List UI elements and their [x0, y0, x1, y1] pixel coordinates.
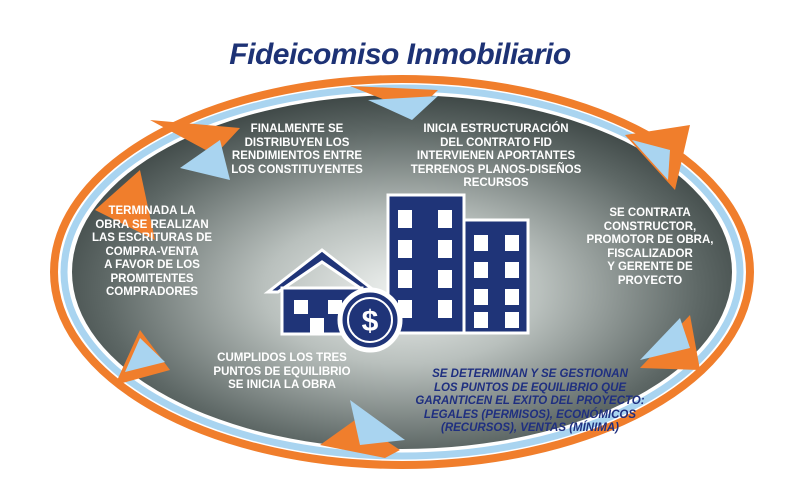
- step-right: SE CONTRATA CONSTRUCTOR, PROMOTOR DE OBR…: [586, 207, 714, 287]
- arrow-bottomleft-blue-icon: [125, 338, 165, 372]
- dollar-coin-icon: $: [337, 287, 403, 353]
- svg-text:$: $: [362, 305, 379, 338]
- cycle-ring-outer: [50, 75, 754, 469]
- arrow-top-blue-icon: [368, 96, 438, 120]
- buildings-icon: [386, 193, 530, 335]
- step-bottom-right: SE DETERMINAN Y SE GESTIONAN LOS PUNTOS …: [415, 368, 645, 434]
- arrow-topright-blue-icon: [632, 140, 670, 180]
- step-top-right: INICIA ESTRUCTURACIÓN DEL CONTRATO FID I…: [410, 123, 582, 189]
- arrow-left-orange-icon: [95, 170, 155, 240]
- arrow-right-blue-icon: [640, 318, 690, 360]
- step-left: TERMINADA LA OBRA SE REALIZAN LAS ESCRIT…: [91, 205, 213, 298]
- page-title: Fideicomiso Inmobiliario: [229, 38, 571, 71]
- cycle-ring-inner: [60, 84, 744, 460]
- arrow-bottom-blue-icon: [350, 400, 405, 445]
- arrow-topleft-blue-icon: [180, 140, 230, 180]
- step-top-left: FINALMENTE SE DISTRIBUYEN LOS RENDIMIENT…: [231, 123, 363, 176]
- step-bottom-left: CUMPLIDOS LOS TRES PUNTOS DE EQUILIBRIO …: [213, 352, 351, 391]
